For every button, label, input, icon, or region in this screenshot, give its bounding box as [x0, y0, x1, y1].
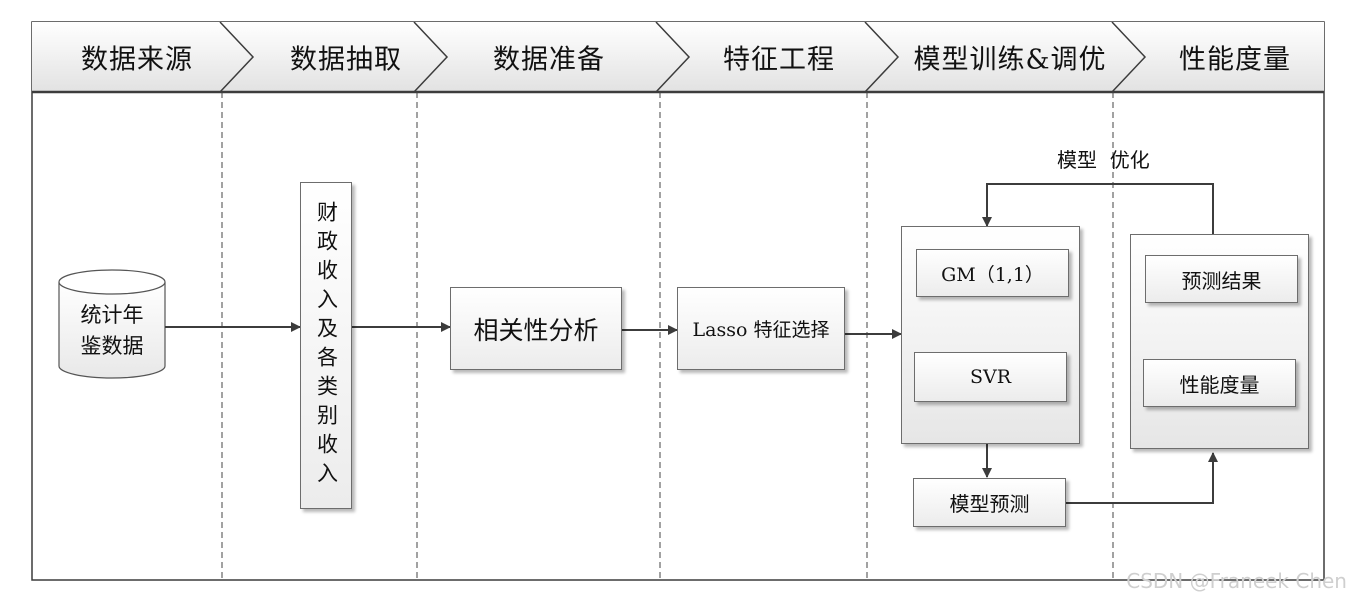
svr-label: SVR	[969, 366, 1012, 388]
data-source-line-1: 统计年	[80, 303, 144, 327]
phase-model-training: 模型训练&调优	[913, 44, 1107, 76]
gm-node: GM（1,1）	[916, 249, 1069, 297]
result-node: 预测结果	[1145, 255, 1298, 303]
chevron-2	[413, 21, 449, 93]
data-source-line-2: 鉴数据	[80, 334, 144, 358]
phase-data-extraction: 数据抽取	[290, 44, 402, 76]
phase-feature-engineering: 特征工程	[723, 44, 835, 76]
arrow-predict-to-performance	[1066, 452, 1218, 504]
model-predict-label: 模型预测	[949, 492, 1030, 516]
chevron-1	[219, 21, 255, 93]
correlation-node: 相关性分析	[450, 287, 622, 370]
extract-node: 财政收入及各类别收入	[300, 182, 352, 509]
optimization-loop-label: 模型 优化	[1057, 148, 1150, 172]
lasso-node: Lasso 特征选择	[677, 287, 845, 370]
data-source-label: 统计年 鉴数据	[59, 300, 165, 362]
watermark: CSDN @Franeek Chen	[1126, 569, 1347, 593]
model-predict-node: 模型预测	[913, 478, 1066, 527]
header-band	[32, 22, 1324, 92]
correlation-label: 相关性分析	[473, 315, 599, 345]
performance-label: 性能度量	[1179, 372, 1260, 397]
extract-label: 财政收入及各类别收入	[314, 200, 339, 491]
arrow-optimization-loop	[982, 183, 1214, 234]
chevron-5	[1111, 21, 1147, 93]
gm-label: GM（1,1）	[941, 263, 1044, 286]
phase-performance: 性能度量	[1179, 44, 1291, 76]
data-source-cylinder	[58, 269, 166, 379]
phase-data-source: 数据来源	[81, 44, 193, 76]
chevron-4	[864, 21, 900, 93]
chevron-3	[655, 21, 691, 93]
result-label: 预测结果	[1181, 268, 1262, 293]
lasso-label: Lasso 特征选择	[692, 319, 830, 341]
phase-data-preparation: 数据准备	[493, 44, 605, 76]
performance-node: 性能度量	[1143, 359, 1296, 407]
svr-node: SVR	[914, 352, 1067, 402]
